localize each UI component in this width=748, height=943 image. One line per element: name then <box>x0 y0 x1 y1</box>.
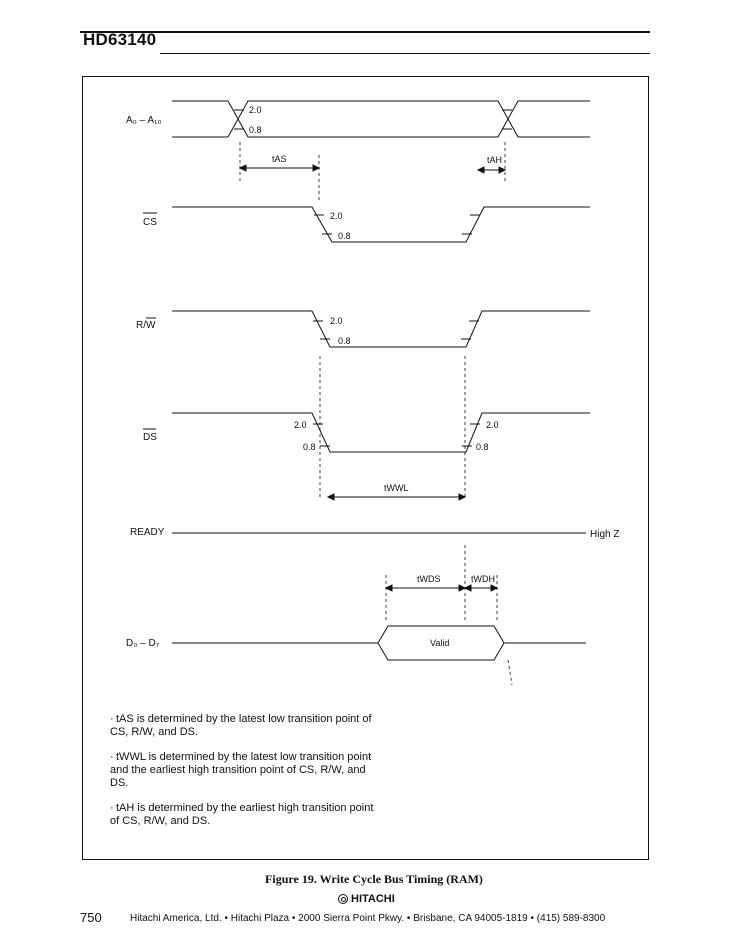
tah-label: tAH <box>487 155 502 165</box>
cs-label: CS <box>143 217 157 228</box>
rw-waveform <box>172 310 590 348</box>
ds-waveform <box>172 412 590 453</box>
ds-high-level-right: 2.0 <box>486 420 499 430</box>
twwl-label: tWWL <box>384 483 409 493</box>
data-waveform <box>172 625 586 661</box>
figure-caption: Figure 19. Write Cycle Bus Timing (RAM) <box>265 872 483 886</box>
address-label: A₀ – A₁₀ <box>126 115 162 126</box>
note-item: ·tWWL is determined by the latest low tr… <box>110 751 372 789</box>
hitachi-logo-icon <box>338 894 348 904</box>
rw-low-level: 0.8 <box>338 336 351 346</box>
footer-address: Hitachi America, Ltd. • Hitachi Plaza • … <box>130 913 606 924</box>
tas-label: tAS <box>272 154 287 164</box>
header-top-rule <box>80 31 650 33</box>
ds-label: DS <box>143 432 157 443</box>
twdh-label: tWDH <box>471 574 495 584</box>
notes-list: ·tAS is determined by the latest low tra… <box>110 713 385 840</box>
valid-label: Valid <box>430 638 449 648</box>
note-item: ·tAS is determined by the latest low tra… <box>110 713 372 738</box>
ds-high-level-left: 2.0 <box>294 420 307 430</box>
twds-label: tWDS <box>417 574 441 584</box>
ready-label: READY <box>130 527 165 538</box>
figure-frame <box>82 76 649 860</box>
note-item: ·tAH is determined by the earliest high … <box>110 802 374 827</box>
address-waveform <box>172 100 590 138</box>
high-z-label: High Z <box>590 529 619 540</box>
ds-low-level-left: 0.8 <box>303 442 316 452</box>
cs-low-level: 0.8 <box>338 231 351 241</box>
rw-label: R/W <box>136 320 156 331</box>
cs-high-level: 2.0 <box>330 211 343 221</box>
note-text: tWWL is determined by the latest low tra… <box>110 751 372 789</box>
page-title: HD63140 <box>83 30 157 49</box>
page-number: 750 <box>80 910 102 925</box>
logo-text: HITACHI <box>351 893 395 905</box>
note-text: tAS is determined by the latest low tran… <box>110 713 372 738</box>
data-label: D₀ – D₇ <box>126 638 160 649</box>
addr-high-level: 2.0 <box>249 105 262 115</box>
note-text: tAH is determined by the earliest high t… <box>110 802 374 827</box>
cs-rise-high-level: 2.0 <box>330 316 343 326</box>
ref-line-i <box>507 659 513 686</box>
cs-waveform <box>172 206 590 243</box>
hitachi-logo: HITACHI <box>338 893 395 905</box>
addr-low-level: 0.8 <box>249 125 262 135</box>
ds-low-level-right: 0.8 <box>476 442 489 452</box>
header-bottom-rule <box>160 53 650 54</box>
